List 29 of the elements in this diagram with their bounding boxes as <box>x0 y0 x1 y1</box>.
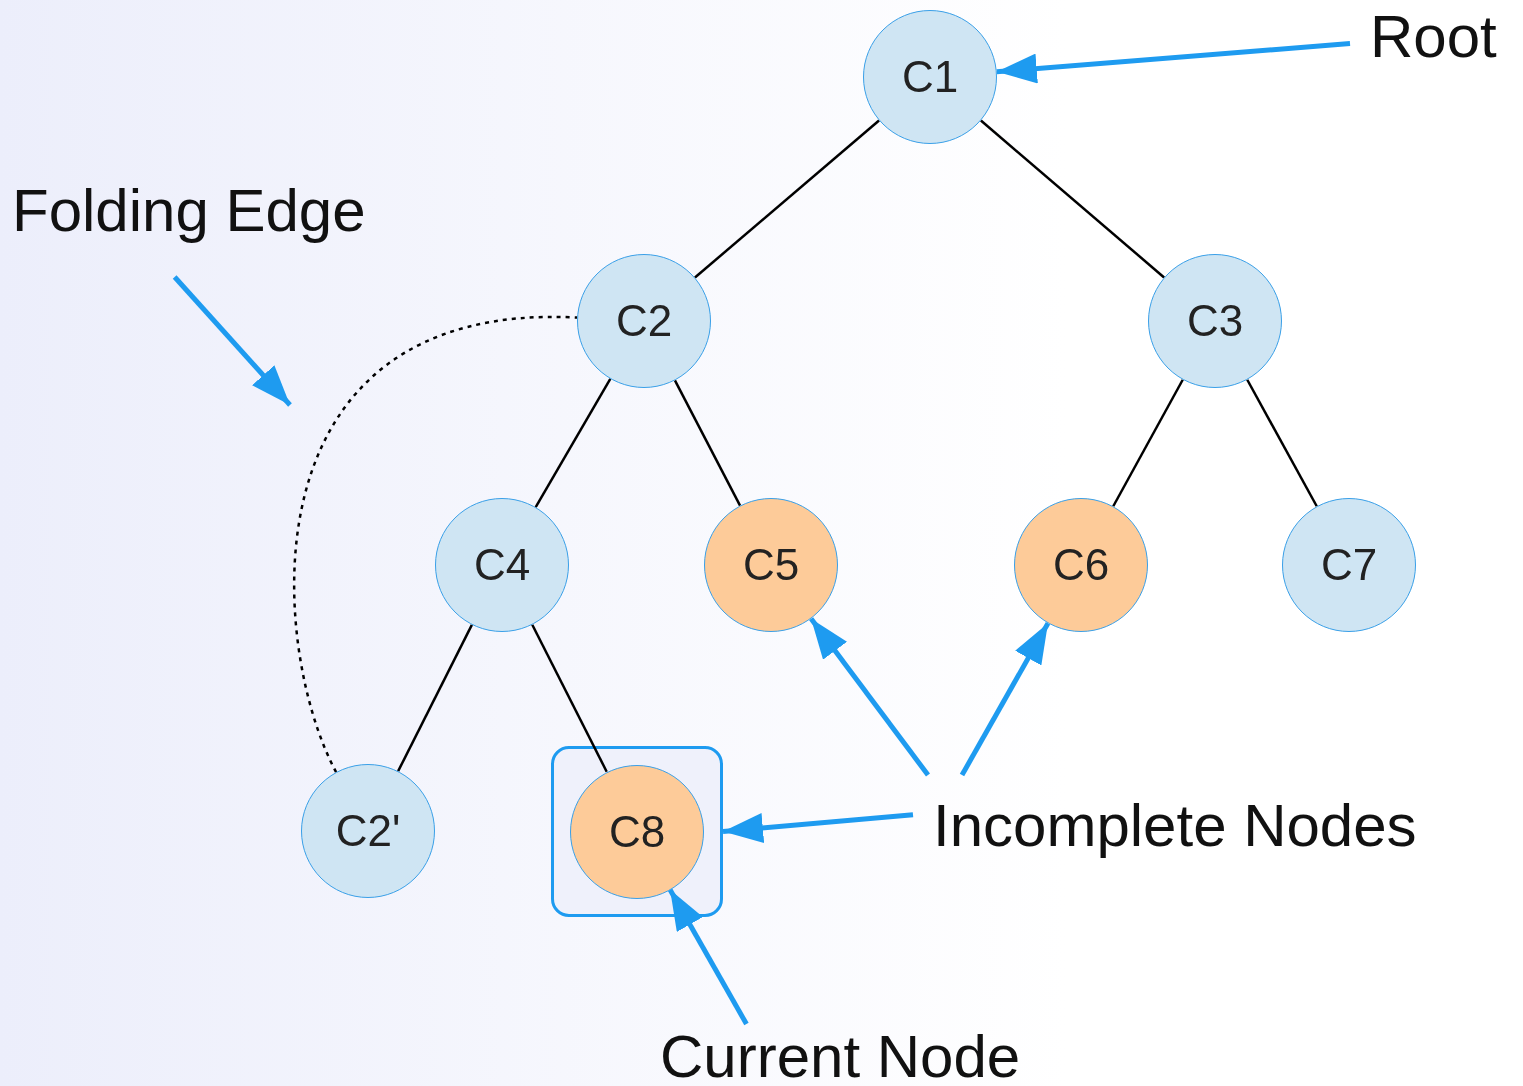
tree-node-circle: C6 <box>1014 498 1148 632</box>
tree-edge <box>694 119 880 279</box>
current-node-label: Current Node <box>660 1024 1021 1086</box>
arrow <box>996 41 1351 84</box>
tree-node-circle: C8 <box>570 764 704 899</box>
tree-edge <box>397 624 473 772</box>
root-label: Root <box>1370 4 1497 70</box>
tree-node-circle: C4 <box>435 498 569 632</box>
tree-node-circle: C2' <box>301 764 435 898</box>
tree-node-circle: C3 <box>1148 254 1282 388</box>
highlight-box <box>551 746 723 917</box>
arrow <box>809 617 930 777</box>
folding-edge-line <box>293 316 578 773</box>
tree-edge <box>673 379 742 507</box>
tree-node-circle: C7 <box>1282 498 1416 632</box>
tree-edge <box>1112 379 1184 507</box>
tree-edge <box>531 624 608 773</box>
arrow <box>722 812 914 843</box>
incomplete-nodes-label: Incomplete Nodes <box>933 793 1417 859</box>
tree-edge <box>1246 379 1318 507</box>
tree-node-circle: C1 <box>863 10 997 144</box>
arrow <box>959 622 1051 777</box>
arrow <box>667 888 749 1026</box>
tree-edge <box>534 378 612 508</box>
tree-edge <box>980 119 1165 279</box>
arrow <box>172 275 292 407</box>
tree-node-circle: C2 <box>577 254 711 388</box>
folding-edge-label: Folding Edge <box>12 178 366 244</box>
tree-node-circle: C5 <box>704 498 838 632</box>
